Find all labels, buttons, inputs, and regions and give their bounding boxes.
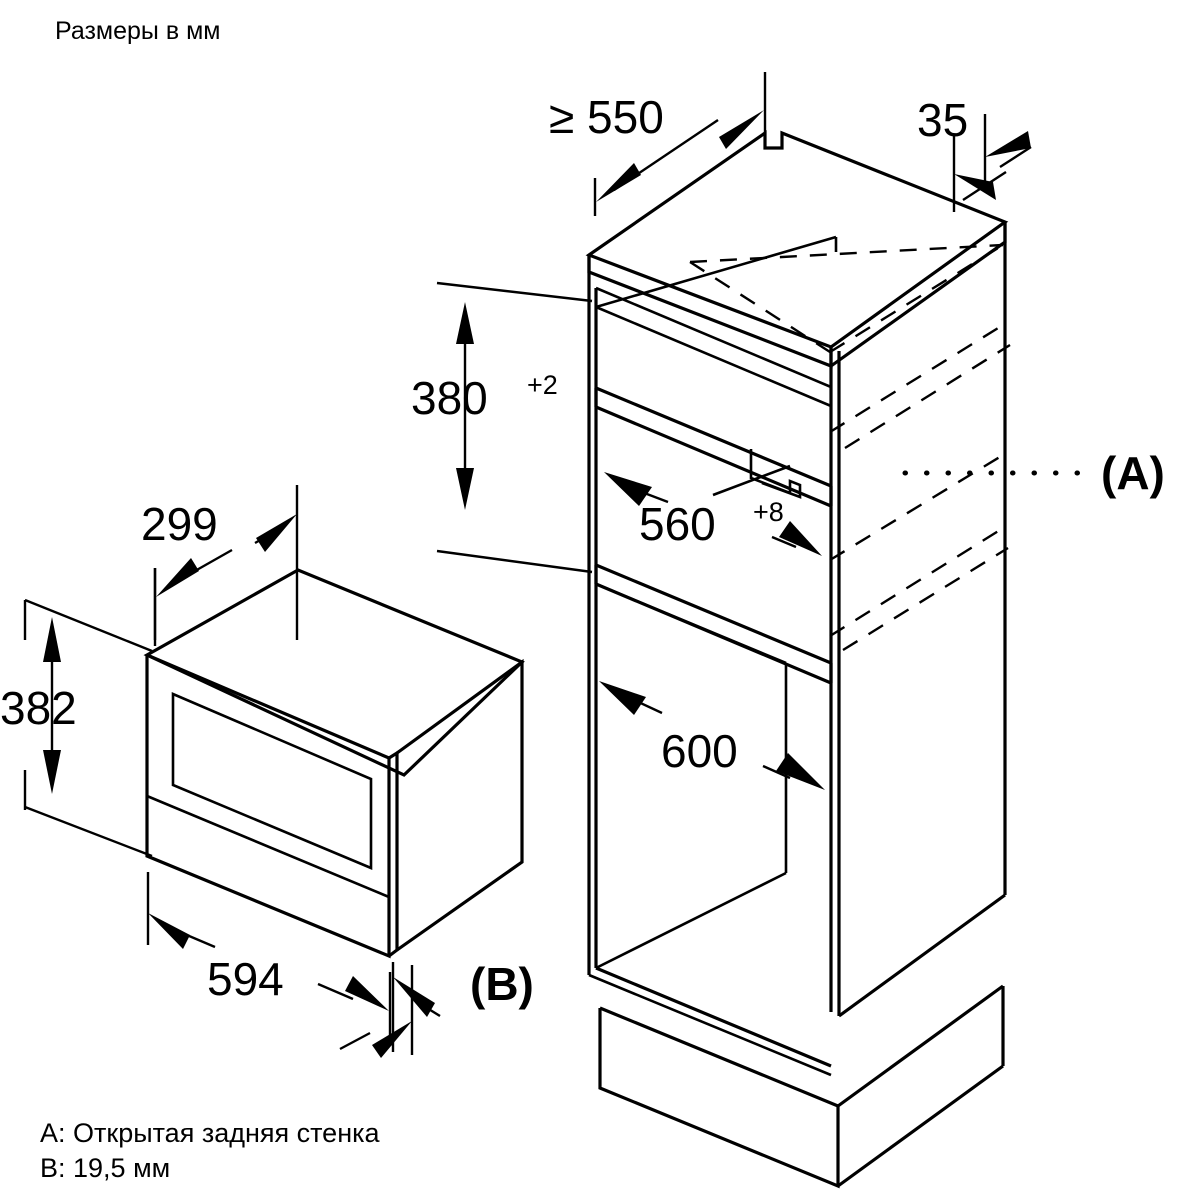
- legend-item-b: B: 19,5 мм: [40, 1153, 170, 1183]
- appliance-top-surface: [143, 568, 525, 777]
- dimension-appliance-width-value: 594: [207, 953, 284, 1005]
- reference-b-callout: (B): [339, 958, 534, 1058]
- dimension-appliance-depth: 299: [141, 485, 299, 646]
- dimension-niche-height-tolerance: +2: [527, 370, 558, 400]
- dimension-niche-depth-value: ≥ 550: [549, 91, 664, 143]
- dimension-rear-offset-value: 35: [917, 94, 968, 146]
- reference-a-callout: (A): [902, 447, 1165, 499]
- shelf-bracket-detail: [712, 449, 802, 499]
- dimension-niche-width: 560 +8: [604, 472, 822, 556]
- cabinet-front-right-stile: [829, 347, 841, 1016]
- appliance-right-side: [388, 658, 524, 958]
- appliance-lower-trim: [146, 794, 390, 899]
- legend-item-a: A: Открытая задняя стенка: [40, 1118, 381, 1148]
- reference-a-label: (A): [1101, 447, 1165, 499]
- appliance-front-face: [145, 653, 391, 959]
- dimension-cabinet-depth-value: 600: [661, 725, 738, 777]
- dimension-niche-height-value: 380: [411, 372, 488, 424]
- cabinet-bottom-floor: [588, 871, 832, 1077]
- dimension-niche-width-value: 560: [639, 498, 716, 550]
- dimension-appliance-depth-value: 299: [141, 498, 218, 550]
- appliance-figure: 299 382 594: [0, 485, 534, 1058]
- appliance-door-window: [171, 692, 373, 870]
- page-title: Размеры в мм: [55, 17, 220, 45]
- dimension-niche-height: 380 +2: [411, 281, 593, 574]
- cabinet-lower-shelf: [594, 563, 833, 873]
- dimension-cabinet-depth: 600: [599, 681, 825, 790]
- dimension-niche-depth: ≥ 550: [549, 72, 767, 216]
- dimension-appliance-width: 594: [146, 872, 392, 1046]
- cabinet-plinth: [598, 984, 1005, 1189]
- dimension-niche-width-tolerance: +8: [753, 497, 784, 527]
- cabinet-hidden-lines: [689, 243, 1011, 652]
- cabinet-right-panel-bottom: [838, 893, 1006, 1018]
- cabinet-figure: ≥ 550 35 380 +2: [411, 72, 1165, 1189]
- dimension-appliance-height-value: 382: [0, 682, 77, 734]
- cabinet-left-stile: [587, 255, 598, 975]
- reference-b-label: (B): [470, 958, 534, 1010]
- dimension-appliance-height: 382: [0, 598, 153, 858]
- dimension-rear-offset: 35: [917, 94, 1032, 212]
- legend-block: A: Открытая задняя стенка B: 19,5 мм: [40, 1118, 381, 1183]
